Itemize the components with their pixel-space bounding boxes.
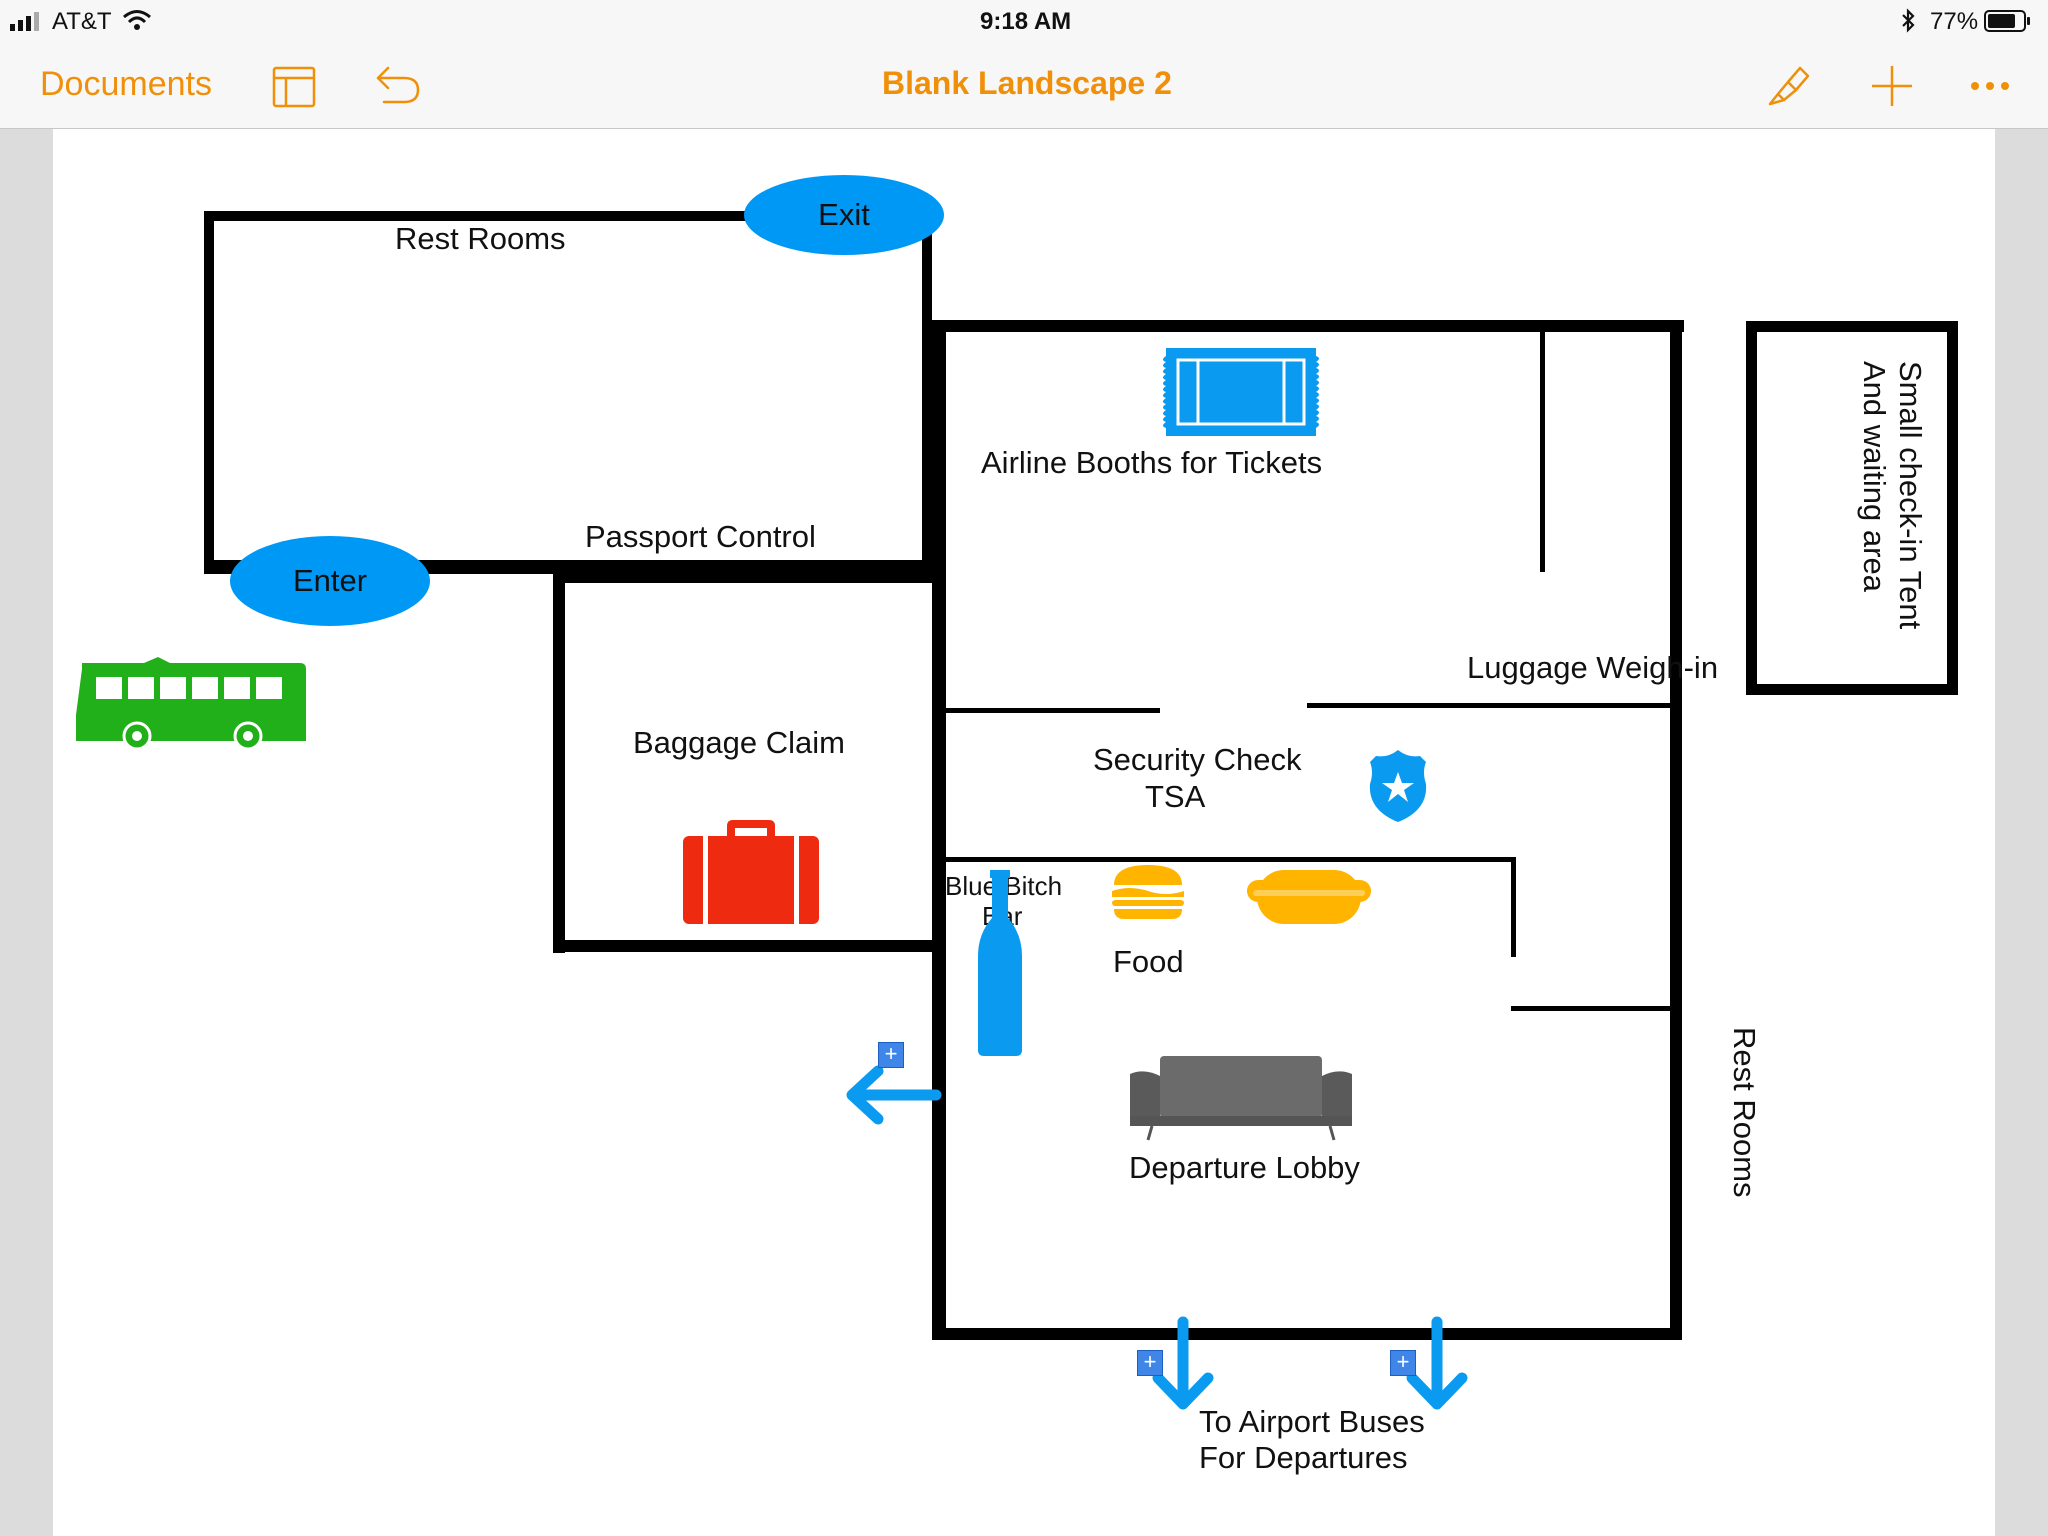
rest-rooms-top-label: Rest Rooms [395, 221, 566, 256]
check-in-tent-label: Small check-in Tent And waiting area [1840, 361, 1928, 661]
wall [204, 211, 939, 221]
luggage-weigh-in-label: Luggage Weigh-in [1467, 650, 1719, 685]
wall [1670, 320, 1682, 1340]
bus-icon[interactable] [74, 657, 308, 751]
suitcase-icon[interactable] [683, 818, 819, 924]
arrow-down-icon[interactable] [1400, 1316, 1478, 1412]
rest-rooms-right-label: Rest Rooms [1726, 1027, 1766, 1207]
wall [944, 857, 1515, 862]
wall [944, 708, 1160, 713]
arrow-left-icon[interactable] [840, 1055, 942, 1135]
wall [922, 211, 932, 573]
bottle-icon[interactable] [976, 870, 1024, 1056]
enter-oval[interactable]: Enter [230, 536, 430, 626]
rest-rooms-right-text: Rest Rooms [1727, 1027, 1762, 1198]
check-in-tent-line2: And waiting area [1857, 361, 1892, 592]
badge-icon[interactable] [1368, 748, 1428, 824]
departures-label: For Departures [1199, 1440, 1408, 1475]
burger-icon[interactable] [1110, 863, 1186, 919]
bluetooth-icon [1902, 8, 1915, 33]
more-icon[interactable] [1970, 80, 2010, 92]
airline-booths-label: Airline Booths for Tickets [981, 445, 1323, 480]
baggage-claim-label: Baggage Claim [633, 725, 845, 760]
passport-control-label: Passport Control [585, 519, 816, 554]
add-connection-handle[interactable]: + [1137, 1350, 1163, 1376]
exit-oval[interactable]: Exit [744, 175, 944, 255]
documents-button[interactable]: Documents [40, 65, 212, 103]
wall [553, 567, 565, 953]
add-connection-handle[interactable]: + [1390, 1350, 1416, 1376]
wall [1511, 1006, 1675, 1011]
wall [1307, 703, 1670, 708]
wall [1746, 321, 1757, 695]
wall [932, 320, 1684, 332]
battery-percent: 77% [1930, 8, 1979, 35]
document-canvas[interactable] [53, 129, 1995, 1536]
toolbar: Documents Blank Landscape 2 [0, 44, 2048, 129]
wall [1540, 330, 1545, 572]
arrow-down-icon[interactable] [1146, 1316, 1224, 1412]
wall [1947, 321, 1958, 695]
buses-label: To Airport Buses [1199, 1404, 1425, 1439]
food-label: Food [1113, 944, 1184, 979]
clock: 9:18 AM [980, 8, 1072, 35]
security-check-label: Security Check [1093, 742, 1302, 777]
check-in-tent-line1: Small check-in Tent [1893, 361, 1928, 630]
enter-label: Enter [292, 563, 368, 598]
exit-label: Exit [818, 197, 870, 232]
wifi-icon [123, 10, 151, 30]
wall [553, 940, 943, 952]
ticket-icon[interactable] [1158, 348, 1324, 436]
battery-icon [1984, 10, 2030, 32]
wall [1746, 684, 1958, 695]
wall [932, 1328, 1682, 1340]
plus-icon[interactable] [1870, 64, 1914, 108]
sidebar-layout-icon[interactable] [272, 66, 316, 108]
couch-icon[interactable] [1130, 1056, 1352, 1141]
wall [1511, 857, 1516, 957]
status-bar: AT&T 9:18 AM 77% [0, 0, 2048, 44]
paintbrush-icon[interactable] [1766, 64, 1812, 108]
add-connection-handle[interactable]: + [878, 1042, 904, 1068]
signal-icon [10, 12, 39, 31]
wall [204, 211, 214, 573]
wall [932, 320, 946, 1340]
wall [1746, 321, 1958, 332]
undo-icon[interactable] [374, 66, 422, 106]
carrier-label: AT&T [52, 8, 112, 35]
departure-lobby-label: Departure Lobby [1129, 1150, 1360, 1185]
tsa-label: TSA [1145, 779, 1206, 814]
hotdog-icon[interactable] [1247, 870, 1371, 924]
document-title[interactable]: Blank Landscape 2 [882, 65, 1172, 101]
wall [553, 567, 932, 583]
